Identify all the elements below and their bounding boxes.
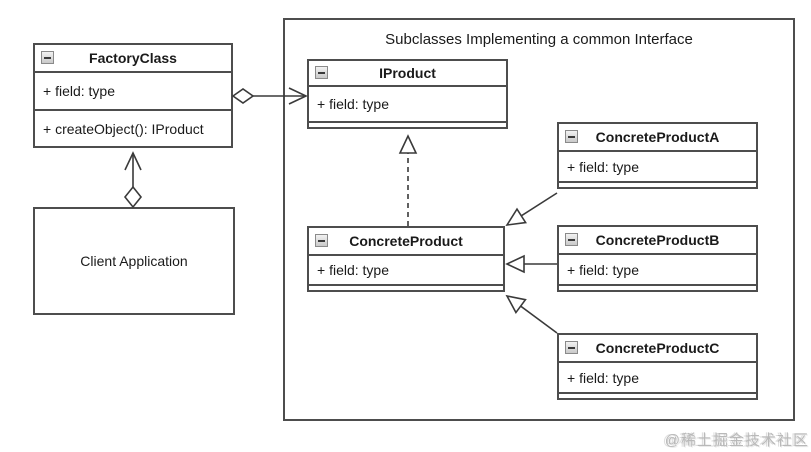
empty-compartment	[309, 286, 503, 290]
collapse-icon	[315, 66, 328, 79]
class-header: FactoryClass	[35, 45, 231, 73]
empty-compartment	[309, 123, 506, 127]
class-title: FactoryClass	[89, 50, 177, 66]
field-row: + field: type	[309, 256, 503, 286]
collapse-icon	[565, 130, 578, 143]
empty-compartment	[559, 394, 756, 398]
class-header: ConcreteProduct	[309, 228, 503, 256]
collapse-icon	[565, 233, 578, 246]
method-row: + createObject(): IProduct	[43, 120, 204, 137]
class-header: ConcreteProductC	[559, 335, 756, 363]
group-box-subclasses: Subclasses Implementing a common Interfa…	[283, 18, 795, 421]
field-row: + field: type	[35, 73, 231, 111]
group-title: Subclasses Implementing a common Interfa…	[385, 31, 693, 48]
client-application-box: Client Application	[33, 207, 235, 315]
empty-compartment	[559, 286, 756, 290]
field-row: + field: type	[559, 255, 756, 286]
class-header: ConcreteProductA	[559, 124, 756, 152]
field-row: + field: type	[559, 152, 756, 183]
class-title: ConcreteProductC	[595, 340, 720, 356]
class-box-concreteproductc: ConcreteProductC + field: type	[557, 333, 758, 400]
collapse-icon	[41, 51, 54, 64]
class-title: ConcreteProductA	[595, 129, 720, 145]
field-row: + field: type	[309, 87, 506, 123]
field-row: + field: type	[559, 363, 756, 394]
class-title: ConcreteProduct	[349, 233, 463, 249]
class-box-concreteproduct: ConcreteProduct + field: type	[307, 226, 505, 292]
class-box-factoryclass: FactoryClass + field: type + createObjec…	[33, 43, 233, 148]
class-title: IProduct	[379, 65, 436, 81]
class-box-concreteproductb: ConcreteProductB + field: type	[557, 225, 758, 292]
class-title: ConcreteProductB	[595, 232, 720, 248]
watermark: @稀土掘金技术社区	[664, 432, 809, 449]
diamond-client-end	[123, 185, 143, 209]
class-box-iproduct: IProduct + field: type	[307, 59, 508, 129]
empty-compartment	[559, 183, 756, 187]
diamond-factory-end	[231, 88, 255, 104]
class-header: ConcreteProductB	[559, 227, 756, 255]
collapse-icon	[565, 341, 578, 354]
class-header: IProduct	[309, 61, 506, 87]
collapse-icon	[315, 234, 328, 247]
class-box-concreteproducta: ConcreteProductA + field: type	[557, 122, 758, 189]
